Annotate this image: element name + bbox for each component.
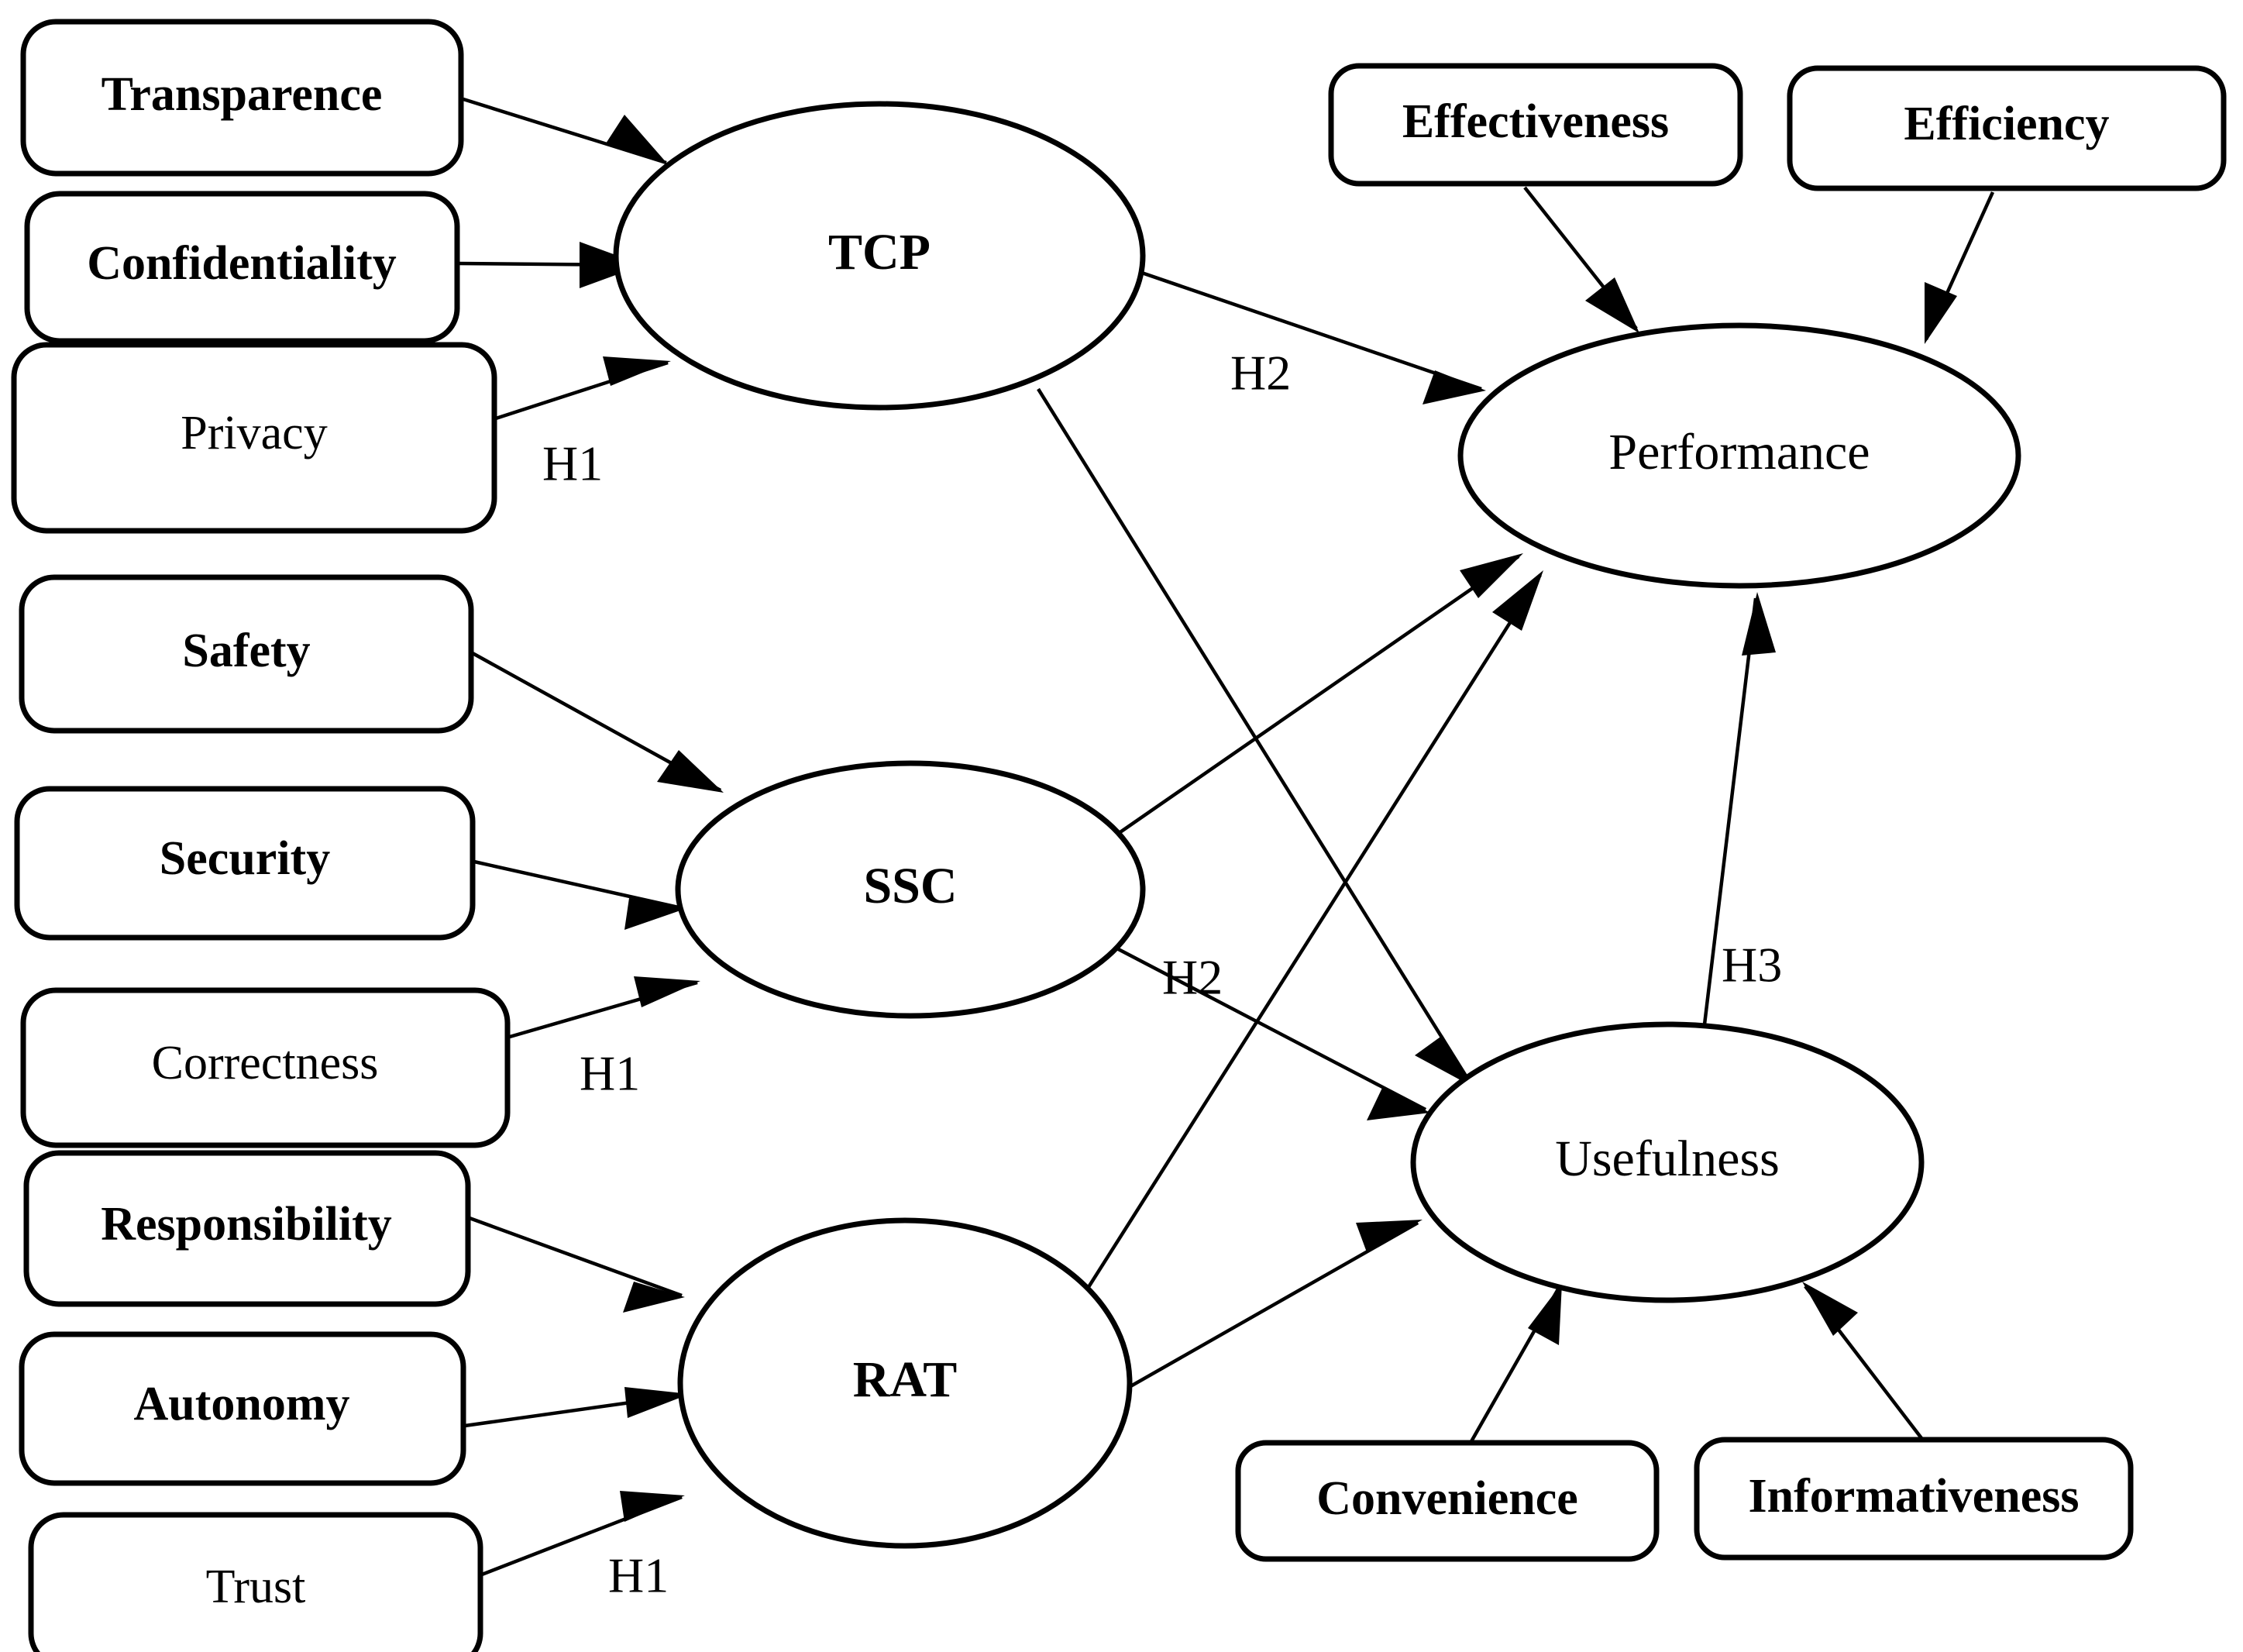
box-security-shape[interactable] [14, 786, 476, 941]
construct-usefulness-shape[interactable] [1410, 1021, 1925, 1303]
box-confidentiality[interactable]: Confidentiality [24, 191, 460, 344]
box-privacy-shape[interactable] [11, 342, 497, 534]
edge-ssc-to-usefulness [1106, 942, 1430, 1120]
edge-transparence-to-tcp [463, 97, 668, 165]
box-transparence-label: Transparence [101, 68, 383, 121]
box-trust-label: Trust [206, 1561, 306, 1613]
construct-rat-shape[interactable] [677, 1217, 1133, 1549]
edge-safety-to-ssc [471, 652, 724, 793]
construct-rat[interactable]: RAT [677, 1217, 1133, 1549]
construct-tcp-label: TCP [828, 224, 931, 280]
box-correctness-label: Correctness [152, 1037, 379, 1089]
box-responsibility-label: Responsibility [101, 1198, 392, 1251]
box-safety[interactable]: Safety [19, 574, 474, 734]
edge-correctness-to-ssc [509, 976, 700, 1039]
box-safety-shape[interactable] [19, 574, 474, 734]
box-trust-shape[interactable] [28, 1512, 483, 1652]
box-transparence-shape[interactable] [20, 19, 464, 177]
box-informativeness-label: Informativeness [1748, 1470, 2079, 1523]
box-privacy-label: Privacy [181, 407, 327, 459]
construct-ssc-shape[interactable] [675, 760, 1146, 1019]
box-correctness-shape[interactable] [20, 987, 511, 1148]
edge-confidentiality-to-tcp [458, 242, 643, 288]
edge-effectiveness-to-performance [1523, 186, 1639, 333]
construct-ssc-label: SSC [863, 858, 957, 914]
hypothesis-label-h1-ssc: H1 [580, 1046, 640, 1101]
construct-tcp-shape[interactable] [613, 101, 1146, 411]
box-safety-label: Safety [182, 625, 310, 677]
box-convenience[interactable]: Convenience [1235, 1440, 1660, 1562]
edge-tcp-to-usefulness [1037, 387, 1472, 1086]
box-convenience-shape[interactable] [1235, 1440, 1660, 1562]
box-confidentiality-shape[interactable] [24, 191, 460, 344]
edge-trust-to-rat [481, 1491, 685, 1577]
edge-layer [458, 97, 1995, 1577]
box-informativeness[interactable]: Informativeness [1694, 1437, 2134, 1561]
box-privacy[interactable]: Privacy [11, 342, 497, 534]
edge-efficiency-to-performance [1924, 191, 1995, 344]
box-trust[interactable]: Trust [28, 1512, 483, 1652]
edge-rat-to-usefulness [1114, 1220, 1423, 1396]
box-informativeness-shape[interactable] [1694, 1437, 2134, 1561]
box-effectiveness-shape[interactable] [1328, 63, 1743, 187]
box-efficiency-shape[interactable] [1787, 65, 2227, 191]
construct-performance[interactable]: Performance [1457, 322, 2021, 589]
indicator-box-layer: Transparence Confidentiality Privacy Saf… [11, 19, 2227, 1652]
box-effectiveness-label: Effectiveness [1402, 95, 1669, 148]
construct-layer: TCP SSC RAT Performance Usefulness [613, 101, 2021, 1549]
edge-usefulness-to-performance [1702, 592, 1776, 1025]
edge-rat-to-performance [1082, 570, 1543, 1297]
box-responsibility[interactable]: Responsibility [23, 1150, 471, 1307]
edge-responsibility-to-rat [469, 1216, 685, 1313]
box-security[interactable]: Security [14, 786, 476, 941]
box-responsibility-shape[interactable] [23, 1150, 471, 1307]
construct-tcp[interactable]: TCP [613, 101, 1146, 411]
construct-usefulness-label: Usefulness [1555, 1131, 1780, 1187]
box-autonomy-shape[interactable] [19, 1331, 466, 1486]
hypothesis-label-h1-tcp: H1 [542, 436, 603, 491]
construct-performance-label: Performance [1608, 424, 1870, 480]
hypothesis-label-layer: H1 H1 H1 H2 H2 H3 [542, 346, 1782, 1603]
edge-tcp-to-performance [1132, 267, 1486, 404]
edge-security-to-ssc [473, 859, 685, 930]
construct-ssc[interactable]: SSC [675, 760, 1146, 1019]
edge-autonomy-to-rat [464, 1387, 690, 1428]
box-transparence[interactable]: Transparence [20, 19, 464, 177]
box-efficiency[interactable]: Efficiency [1787, 65, 2227, 191]
edge-ssc-to-performance [1114, 553, 1523, 837]
box-autonomy[interactable]: Autonomy [19, 1331, 466, 1486]
box-confidentiality-label: Confidentiality [87, 237, 397, 290]
edge-convenience-to-usefulness [1469, 1283, 1562, 1444]
edge-privacy-to-tcp [495, 356, 671, 421]
box-efficiency-label: Efficiency [1904, 98, 2109, 150]
hypothesis-label-h3: H3 [1722, 938, 1782, 993]
box-security-label: Security [160, 832, 330, 885]
box-correctness[interactable]: Correctness [20, 987, 511, 1148]
construct-rat-label: RAT [853, 1351, 957, 1408]
construct-performance-shape[interactable] [1457, 322, 2021, 589]
construct-usefulness[interactable]: Usefulness [1410, 1021, 1925, 1303]
box-autonomy-label: Autonomy [133, 1378, 349, 1430]
hypothesis-label-h2-tcp: H2 [1230, 346, 1291, 401]
box-convenience-label: Convenience [1316, 1472, 1578, 1525]
box-effectiveness[interactable]: Effectiveness [1328, 63, 1743, 187]
hypothesis-label-h2-ssc: H2 [1162, 950, 1223, 1005]
hypothesis-label-h1-rat: H1 [608, 1548, 669, 1603]
edge-informativeness-to-usefulness [1802, 1282, 1923, 1440]
